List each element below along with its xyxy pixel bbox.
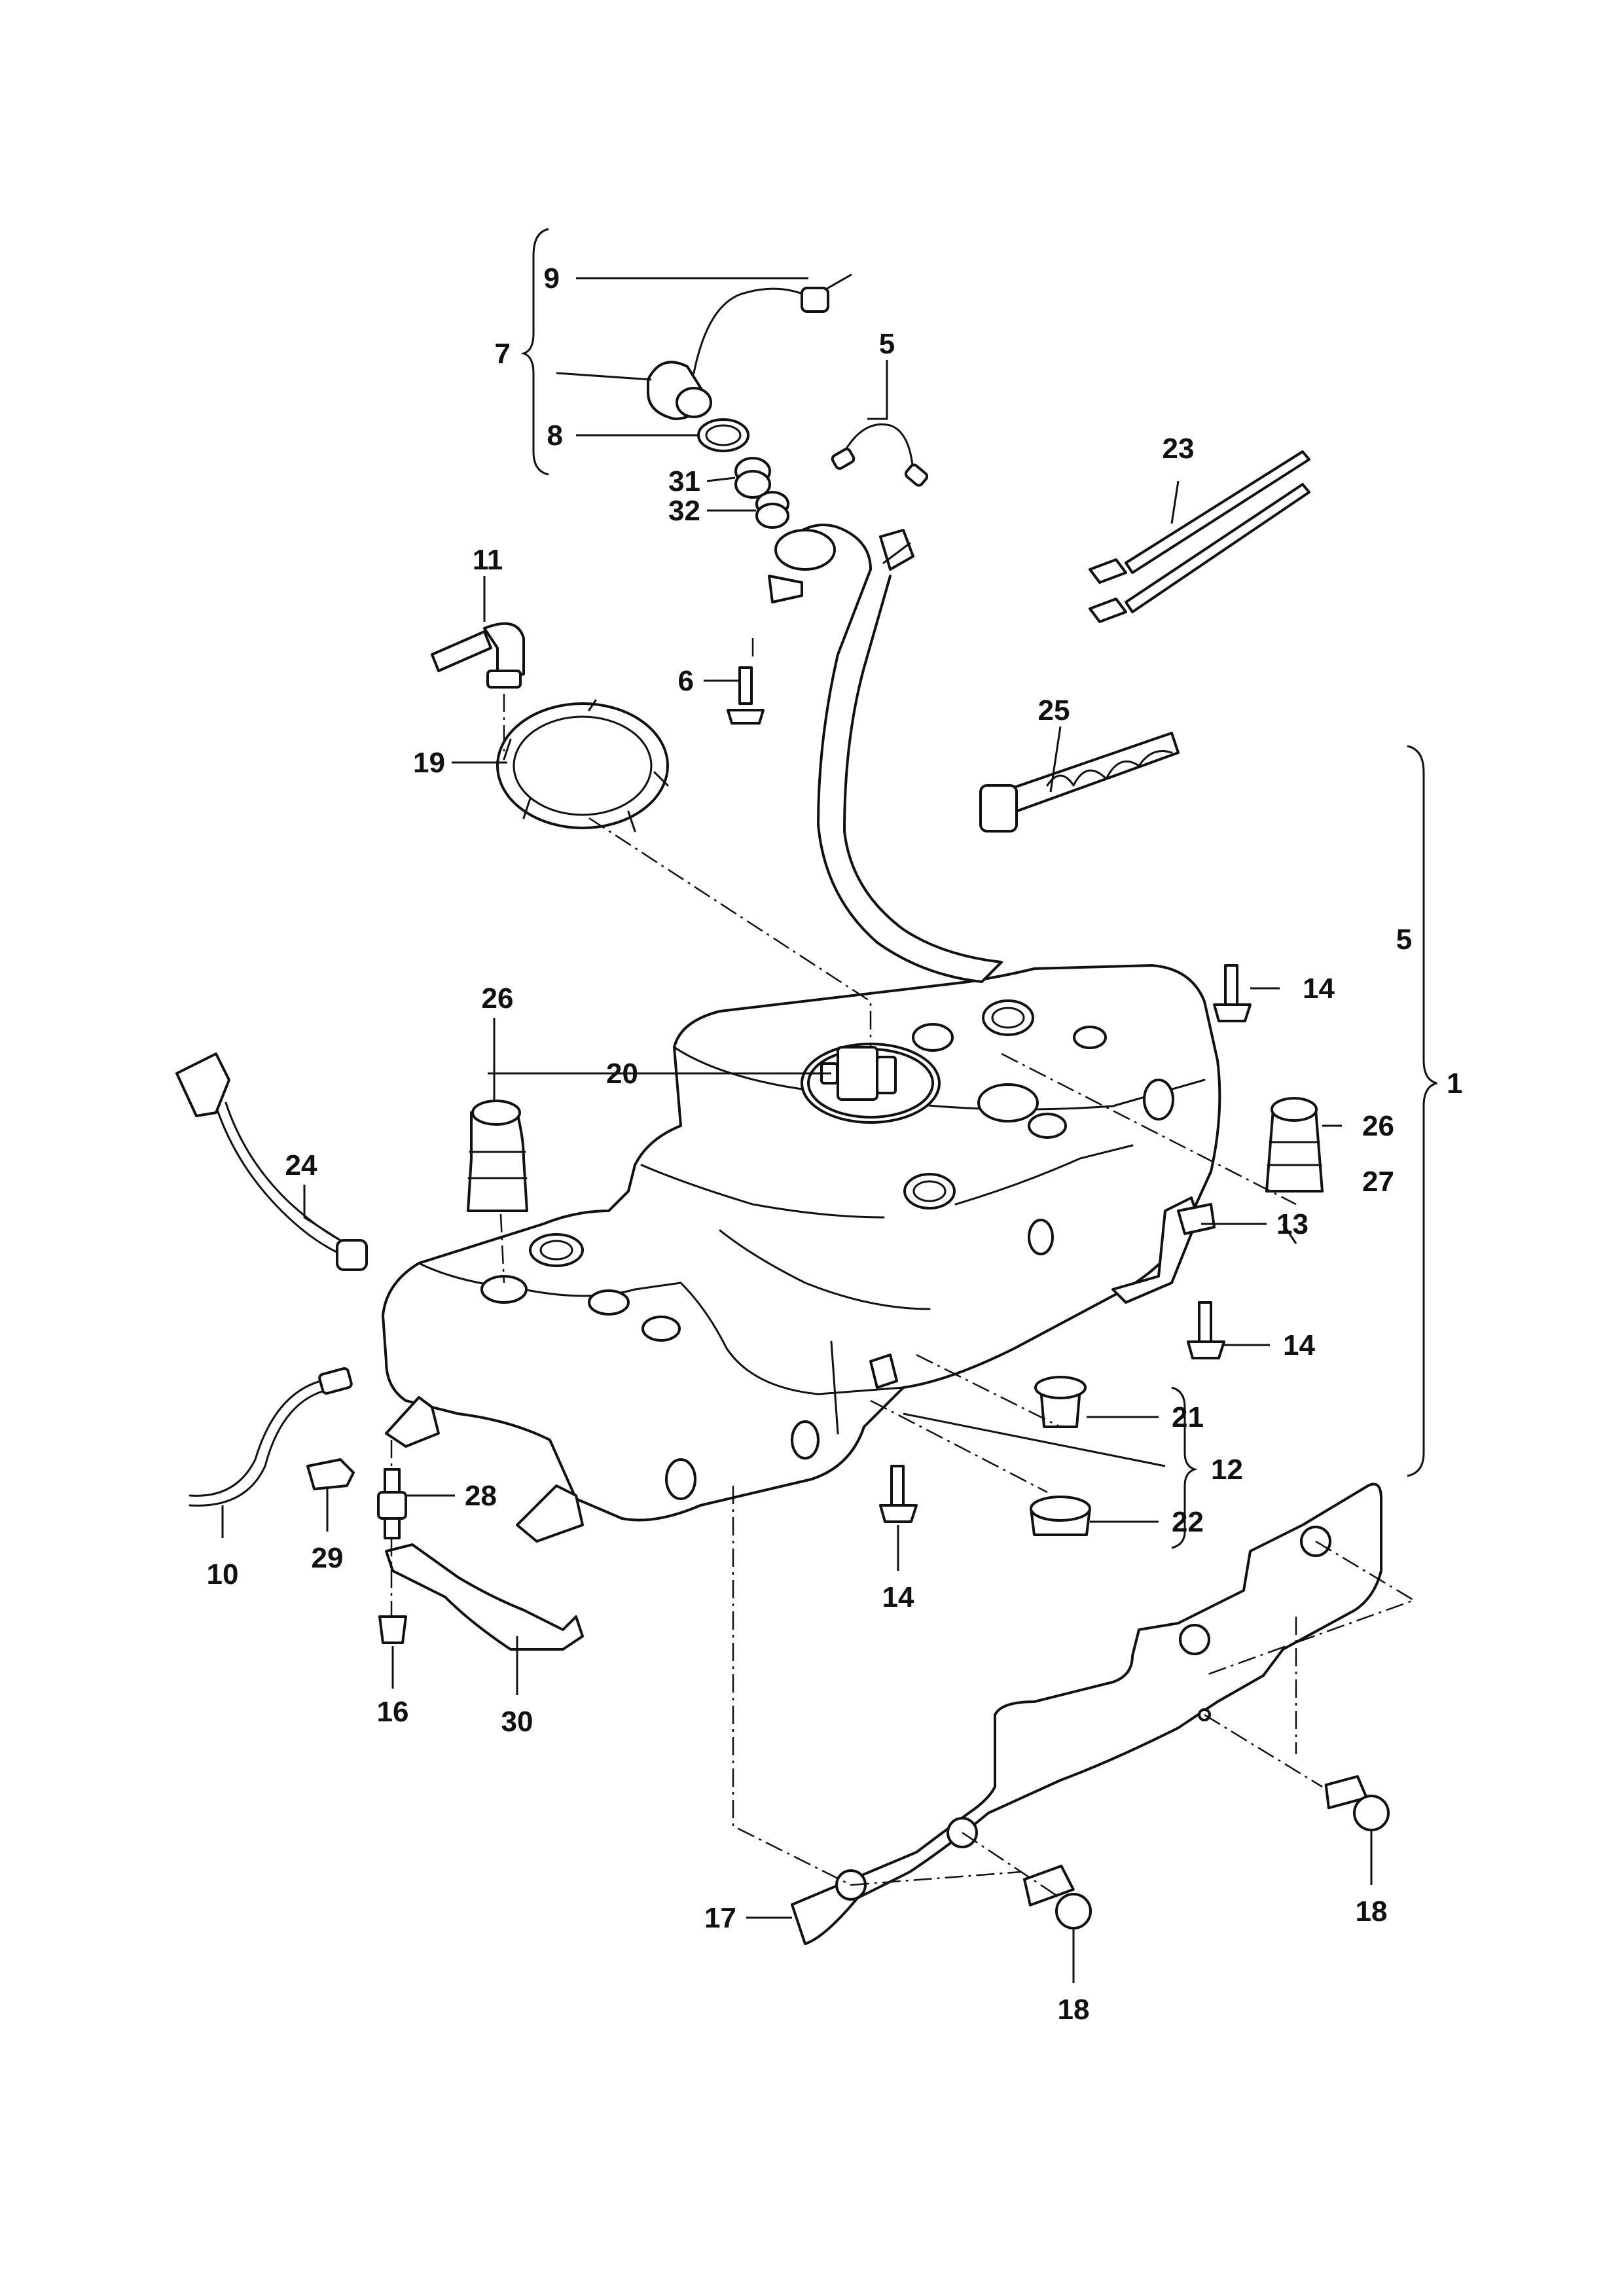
screw-14-right [1187,1301,1225,1359]
callout-23: 23 [1163,433,1195,465]
callout-9: 9 [544,262,560,295]
callout-11: 11 [473,544,503,576]
screw-18-right [1324,1775,1390,1831]
vent-line [831,423,929,487]
callout-5-top: 5 [879,328,895,360]
callout-27: 27 [1362,1166,1394,1198]
callout-14-top: 14 [1303,973,1335,1005]
callout-25: 25 [1038,694,1070,726]
screw-18-left [1022,1864,1092,1929]
braces [520,228,1437,1549]
callout-13: 13 [1276,1208,1308,1240]
brace-1 [1407,745,1437,1477]
callout-32: 32 [668,495,700,527]
callout-29: 29 [312,1542,344,1574]
nut-16 [378,1615,407,1644]
callout-21: 21 [1172,1401,1204,1433]
callout-12: 12 [1211,1454,1243,1486]
clip-nut [306,1458,355,1490]
callout-7: 7 [495,338,511,370]
heat-shield [791,1482,1382,1945]
cable-ties [1089,450,1310,623]
callout-8: 8 [547,420,563,452]
bracket-13 [1177,1203,1216,1235]
callout-5-right: 5 [1396,924,1412,956]
elbow-connector [431,622,525,689]
o-ring [697,418,749,452]
sensor-wire [175,1052,368,1271]
tank-cap-sensor [647,274,852,420]
callout-6: 6 [678,665,694,697]
bracket-30 [385,1543,584,1651]
callout-14-bottom: 14 [882,1581,914,1613]
grommet-22 [1030,1496,1091,1536]
callout-14-right: 14 [1283,1329,1315,1361]
callout-19: 19 [413,747,445,779]
brace-7 [520,228,549,476]
rubber-buffer-left [467,1100,528,1212]
callout-18-right: 18 [1356,1895,1388,1928]
hose [189,1367,353,1507]
assembly-lines [390,638,1416,1899]
leader-lines [221,277,1373,1983]
callouts: 9 7 8 31 32 5 23 11 6 25 19 5 14 26 20 1… [207,262,1463,2026]
screw-14-bottom [879,1465,918,1523]
filler-neck [768,524,1003,983]
callout-31: 31 [668,465,700,497]
callout-16: 16 [377,1696,409,1728]
callout-30: 30 [501,1706,533,1738]
callout-20: 20 [606,1058,638,1090]
seal-32 [755,491,789,529]
callout-17: 17 [704,1902,736,1934]
grommet-21 [1034,1376,1087,1428]
callout-18-left: 18 [1058,1994,1090,2026]
callout-10: 10 [207,1558,239,1590]
callout-1: 1 [1447,1067,1462,1100]
callout-24: 24 [285,1149,317,1181]
fuel-pump-unit [807,1046,934,1119]
callout-22: 22 [1172,1506,1204,1538]
brace-12 [1171,1386,1198,1549]
hose-clamp [979,732,1180,833]
rubber-buffer-right [1265,1097,1324,1193]
stud-28 [377,1468,407,1539]
seal-31 [734,457,771,499]
fuel-tank [382,964,1221,1543]
locking-ring [496,699,669,833]
callout-28: 28 [465,1480,497,1512]
screw-6 [727,666,765,725]
screw-14-top [1213,964,1252,1022]
callout-26-right: 26 [1362,1110,1394,1142]
callout-26-left: 26 [482,982,514,1014]
